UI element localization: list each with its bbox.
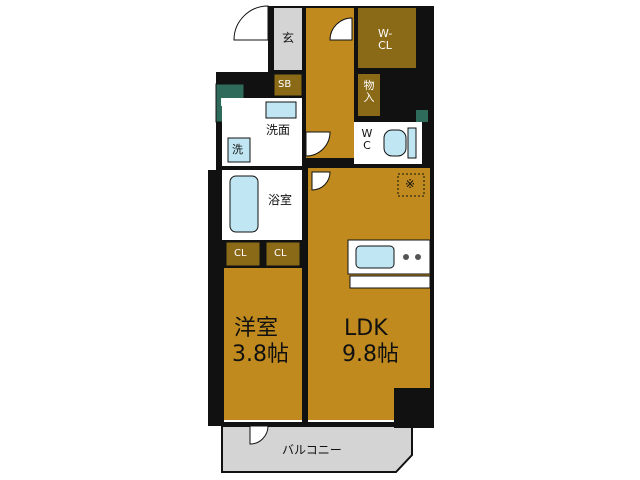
shoe-box-label: SB (278, 79, 292, 90)
washer-space (227, 137, 251, 163)
washbasin (265, 101, 297, 119)
ldk-room (308, 168, 430, 420)
bath-label: 浴室 (268, 193, 293, 207)
vent-box (416, 110, 428, 122)
ldk-label: LDK (344, 316, 388, 341)
stove-burner-1 (403, 254, 409, 260)
stove-burner-2 (415, 254, 421, 260)
walk-in-closet (358, 8, 416, 68)
western-room-size: 3.8帖 (232, 342, 289, 367)
exterior-notch (208, 6, 268, 72)
entrance-floor (274, 8, 302, 70)
washroom-door (305, 131, 331, 157)
entrance-label: 玄 (282, 31, 295, 45)
ac-mark-label: ※ (405, 177, 416, 191)
ldk-door (311, 171, 331, 191)
exterior-notch-lower (208, 72, 216, 170)
washer-label: 洗 (232, 143, 243, 156)
storage-closet (358, 74, 380, 116)
washroom-label: 洗面 (266, 123, 291, 137)
closet-2 (265, 241, 301, 267)
shoe-box (273, 73, 303, 97)
closet-1 (225, 241, 261, 267)
western-room-label: 洋室 (234, 316, 279, 341)
toilet-label: W C (361, 127, 373, 152)
structural-pillar (394, 388, 434, 428)
balcony-door (249, 425, 269, 445)
entrance-door (233, 5, 269, 41)
walk-in-closet-label: W- CL (378, 27, 393, 52)
balcony-label: バルコニー (282, 443, 342, 457)
storage-label: 物 入 (363, 79, 375, 104)
kitchen-sink (355, 245, 395, 269)
bathtub (229, 175, 259, 233)
closet-1-label: CL (234, 248, 247, 259)
meter-box-label: MB (220, 96, 238, 109)
toilet-tank (407, 127, 417, 159)
kitchen-backsplash (349, 275, 431, 289)
toilet-bowl (383, 129, 407, 157)
western-room (224, 268, 302, 420)
wcl-door (329, 17, 353, 41)
ldk-size: 9.8帖 (342, 342, 399, 367)
ac-unit-mark (397, 173, 425, 197)
closet-2-label: CL (274, 248, 287, 259)
